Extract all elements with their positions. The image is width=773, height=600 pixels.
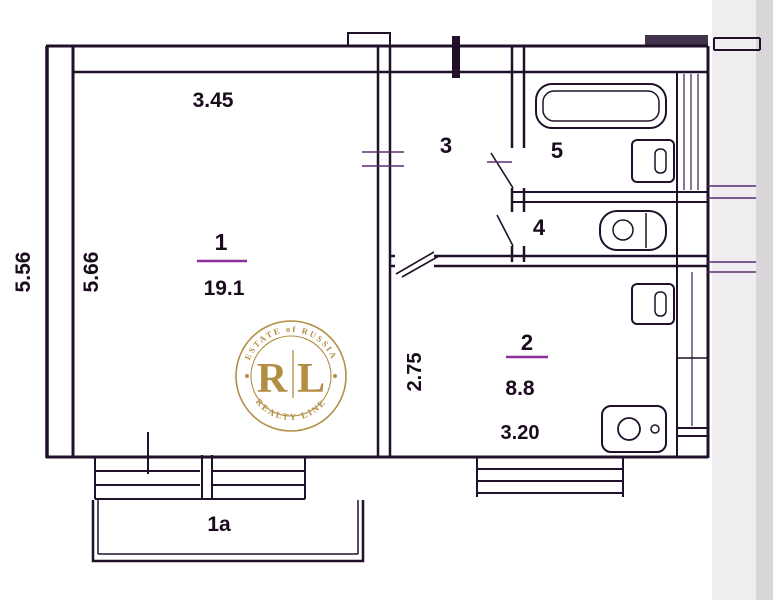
kitchen-sink-icon — [631, 283, 675, 325]
scan-shadow-band — [712, 0, 756, 600]
wall-top-notch — [347, 32, 391, 46]
windows — [94, 432, 624, 500]
toilet-icon — [599, 210, 667, 251]
balcony — [91, 500, 365, 563]
stove-icon — [601, 405, 667, 453]
balcony-label: 1а — [207, 513, 231, 536]
dim-kitchen-width: 3.20 — [501, 422, 540, 444]
door-leaf-room4 — [496, 214, 514, 247]
vent-shaft-mark — [452, 36, 460, 78]
window-room1 — [94, 432, 306, 500]
watermark-dot-right — [333, 374, 337, 378]
dim-outer-left: 5.56 — [12, 252, 35, 293]
dim-kitchen-depth: 2.75 — [404, 353, 426, 392]
watermark-inner-ring — [250, 335, 332, 417]
dim-room1-depth: 5.66 — [80, 252, 103, 293]
watermark-outer-ring — [235, 320, 347, 432]
neighbor-wall-stub-top — [713, 37, 761, 51]
watermark-dot-left — [245, 374, 249, 378]
window-kitchen — [476, 457, 624, 497]
fixtures — [535, 83, 675, 453]
dim-room1-width: 3.45 — [193, 89, 234, 112]
door-leaf-kitchen-a — [395, 251, 435, 275]
right-shaft — [677, 74, 756, 437]
room1-number: 1 — [215, 229, 228, 255]
room1-area: 19.1 — [204, 277, 245, 300]
room-labels: 1 19.1 2 8.8 3 4 5 1а — [197, 133, 563, 536]
room3-number: 3 — [440, 133, 452, 158]
scan-edge-strip — [756, 0, 773, 600]
room5-number: 5 — [551, 138, 563, 163]
dimension-labels: 3.45 5.66 5.56 2.75 3.20 — [12, 89, 539, 444]
watermark-monogram: RL — [257, 356, 335, 402]
interior-walls — [362, 46, 708, 458]
doors — [395, 152, 514, 278]
room2-number: 2 — [521, 330, 533, 355]
watermark-background — [233, 318, 349, 434]
wall-kitchen-north — [390, 254, 708, 268]
room2-area: 8.8 — [505, 377, 535, 400]
bathtub-icon — [535, 83, 667, 129]
door-leaf-kitchen-b — [401, 255, 440, 278]
sink-icon — [631, 139, 675, 183]
room4-number: 4 — [533, 215, 546, 240]
door-leaf-room5 — [490, 152, 514, 189]
balcony-outline — [91, 500, 365, 563]
wall-top-right-block — [645, 35, 708, 46]
wall-hall-bath — [510, 46, 526, 262]
watermark-logo: ESTATE of RUSSIA REALTY LINE RL — [233, 318, 349, 434]
